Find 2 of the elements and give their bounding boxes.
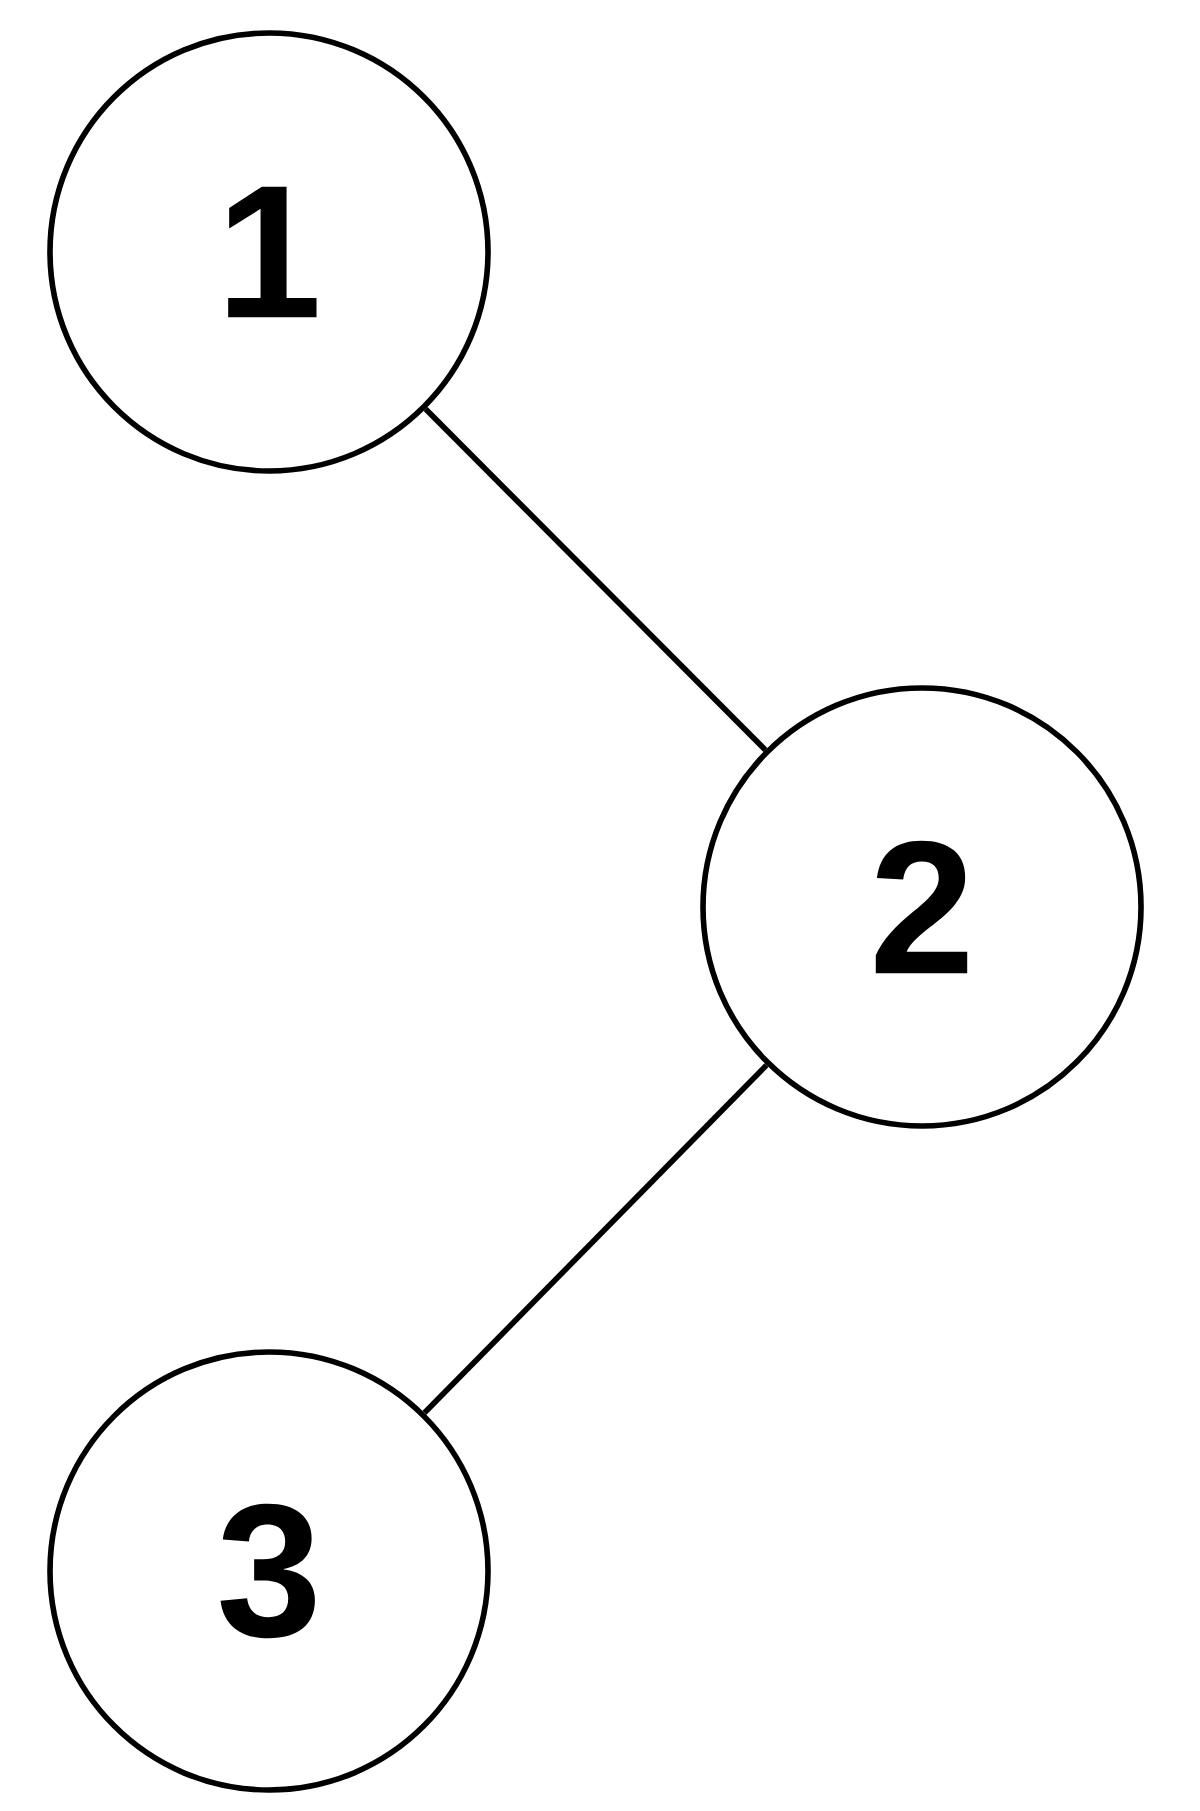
- connector-line: [422, 1063, 769, 1415]
- connector-line: [423, 407, 768, 752]
